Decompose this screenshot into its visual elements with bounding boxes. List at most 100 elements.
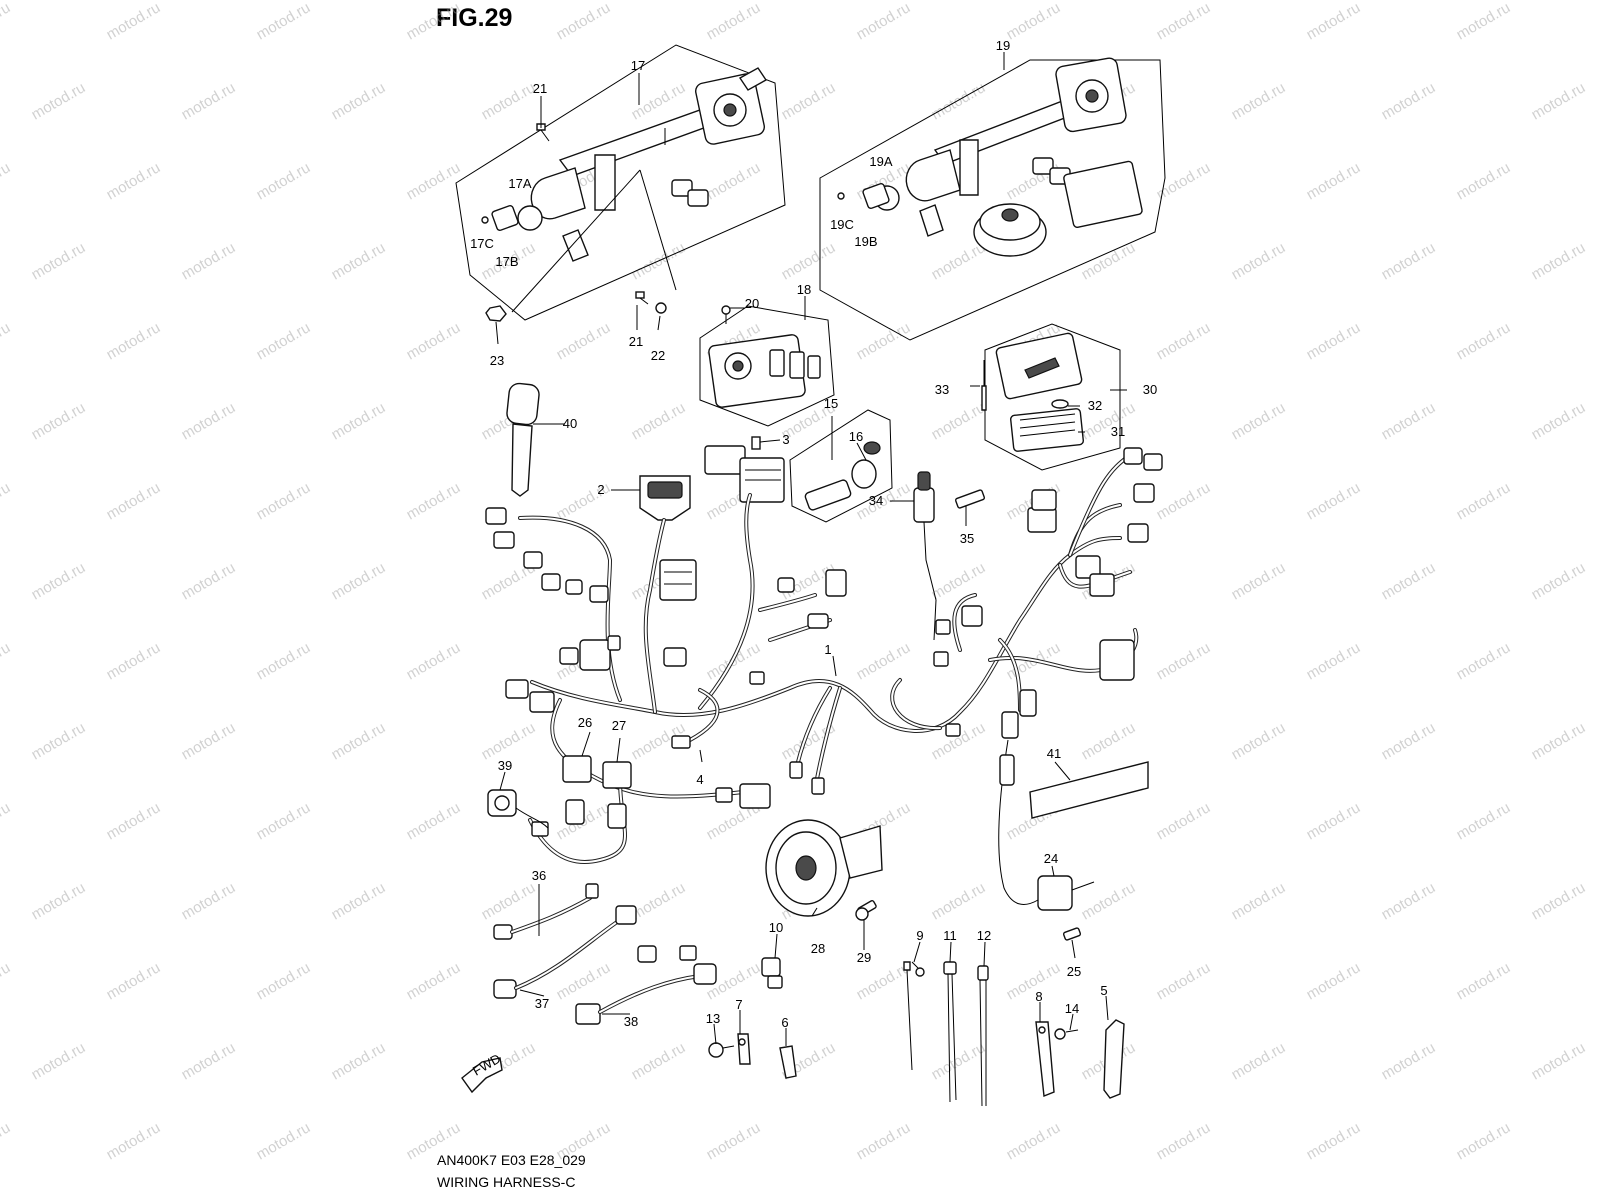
key-40 (506, 382, 540, 497)
callout-label-37: 37 (535, 996, 549, 1011)
callout-label-13: 13 (706, 1011, 720, 1026)
callout-label-17b: 17B (495, 254, 518, 269)
watermark-text: motod.ru (29, 1039, 89, 1083)
watermark-text: motod.ru (179, 559, 239, 603)
watermark-text: motod.ru (929, 399, 989, 443)
watermark-text: motod.ru (629, 879, 689, 923)
callout-label-36: 36 (532, 868, 546, 883)
screw-21-bottom (635, 291, 649, 305)
watermark-text: motod.ru (0, 1119, 13, 1163)
washer-22 (655, 302, 667, 314)
watermark-text: motod.ru (179, 79, 239, 123)
watermark-text: motod.ru (104, 0, 164, 43)
watermark-text: motod.ru (1529, 1039, 1589, 1083)
callout-label-30: 30 (1143, 382, 1157, 397)
watermark-text: motod.ru (929, 1039, 989, 1083)
watermark-text: motod.ru (1154, 319, 1214, 363)
watermark-layer: motod.ru motod.ru motod.ru motod.ru motod.ru… (0, 0, 1589, 1163)
callout-label-2: 2 (597, 482, 604, 497)
watermark-text: motod.ru (329, 79, 389, 123)
callout-label-33: 33 (935, 382, 949, 397)
watermark-text: motod.ru (329, 879, 389, 923)
watermark-text: motod.ru (479, 879, 539, 923)
sub-connectors-26-27 (565, 783, 771, 829)
cable-tie-9 (903, 961, 925, 1071)
callout-label-20: 20 (745, 296, 759, 311)
callout-label-23: 23 (490, 353, 504, 368)
clip-3 (751, 436, 761, 450)
callout-label-39: 39 (498, 758, 512, 773)
watermark-text: motod.ru (1454, 799, 1514, 843)
watermark-text: motod.ru (0, 959, 13, 1003)
watermark-text: motod.ru (104, 479, 164, 523)
bolt-25 (1062, 927, 1082, 941)
watermark-text: motod.ru (479, 719, 539, 763)
watermark-text: motod.ru (1454, 0, 1514, 43)
sub-harness-37 (493, 905, 637, 999)
holder-30-drawing (995, 332, 1084, 452)
callout-label-41: 41 (1047, 746, 1061, 761)
callout-label-34: 34 (869, 493, 883, 508)
watermark-text: motod.ru (1304, 959, 1364, 1003)
holder-30-box (984, 323, 1121, 471)
watermark-text: motod.ru (1379, 239, 1439, 283)
grommet-2 (639, 475, 691, 521)
callout-label-17a: 17A (508, 176, 531, 191)
watermark-text: motod.ru (329, 719, 389, 763)
relay-26 (562, 755, 592, 783)
callout-label-22: 22 (651, 348, 665, 363)
sensor-39 (487, 789, 549, 837)
lockset-19-drawing (837, 57, 1143, 257)
watermark-text: motod.ru (179, 239, 239, 283)
watermark-text: motod.ru (29, 79, 89, 123)
figure-title: FIG.29 (436, 4, 513, 32)
watermark-text: motod.ru (929, 879, 989, 923)
lockset-19-box (819, 59, 1166, 341)
callout-label-35: 35 (960, 531, 974, 546)
callout-label-14: 14 (1065, 1001, 1079, 1016)
sub-harness-38 (575, 945, 717, 1025)
watermark-text: motod.ru (854, 1119, 914, 1163)
watermark-text: motod.ru (179, 399, 239, 443)
watermark-text: motod.ru (1004, 0, 1064, 43)
relay-block (704, 445, 785, 503)
watermark-text: motod.ru (1529, 719, 1589, 763)
callout-label-17c: 17C (470, 236, 494, 251)
watermark-text: motod.ru (704, 1119, 764, 1163)
watermark-text: motod.ru (1454, 1119, 1514, 1163)
callout-label-6: 6 (781, 1015, 788, 1030)
watermark-text: motod.ru (1529, 399, 1589, 443)
watermark-text: motod.ru (1079, 719, 1139, 763)
watermark-text: motod.ru (1229, 559, 1289, 603)
watermark-text: motod.ru (779, 79, 839, 123)
watermark-text: motod.ru (179, 719, 239, 763)
watermark-text: motod.ru (1304, 1119, 1364, 1163)
lockset-17-drawing (481, 67, 768, 313)
watermark-text: motod.ru (1454, 319, 1514, 363)
diagram-code: AN400K7 E03 E28_029 (437, 1152, 586, 1168)
watermark-text: motod.ru (554, 0, 614, 43)
screw-33 (981, 360, 987, 411)
clamp-5 (1103, 1019, 1125, 1099)
callout-label-21a: 21 (533, 81, 547, 96)
watermark-text: motod.ru (1304, 319, 1364, 363)
watermark-text: motod.ru (1154, 639, 1214, 683)
cable-tie-11 (943, 961, 957, 1103)
watermark-text: motod.ru (404, 0, 464, 43)
callout-label-38: 38 (624, 1014, 638, 1029)
watermark-text: motod.ru (0, 159, 13, 203)
clamp-6 (779, 1045, 797, 1079)
callout-label-9: 9 (916, 928, 923, 943)
forward-arrow: FWD (461, 1051, 503, 1094)
watermark-text: motod.ru (254, 799, 314, 843)
part-15-box (789, 409, 893, 523)
leader-lines (495, 52, 1127, 1046)
screw-21-top (536, 123, 550, 142)
watermark-text: motod.ru (1379, 399, 1439, 443)
watermark-text: motod.ru (254, 1119, 314, 1163)
watermark-text: motod.ru (104, 799, 164, 843)
watermark-text: motod.ru (1229, 399, 1289, 443)
callout-label-19c: 19C (830, 217, 854, 232)
callout-label-29: 29 (857, 950, 871, 965)
